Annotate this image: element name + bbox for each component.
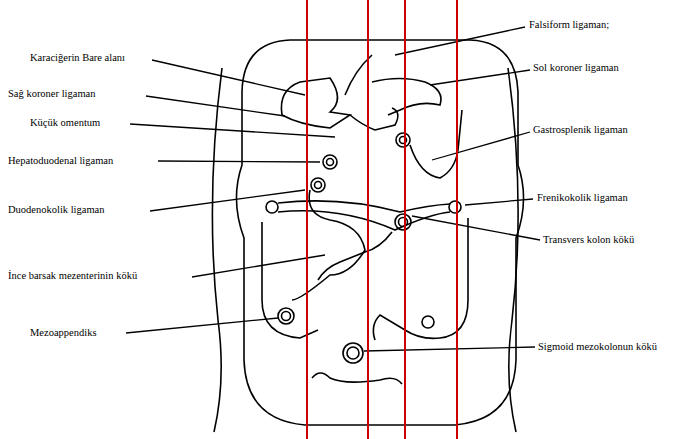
part-label: Sol koroner ligaman	[533, 62, 619, 74]
part-label: İnce barsak mezenterinin kökü	[8, 270, 137, 282]
part-label: Gastrosplenik ligaman	[533, 124, 628, 136]
part-label: Falsiform ligaman;	[529, 19, 609, 31]
part-label: Transvers kolon kökü	[543, 234, 634, 246]
part-label: Frenikokolik ligaman	[537, 192, 628, 204]
part-label: Karaciğerin Bare alanı	[30, 52, 125, 64]
part-label: Duodenokolik ligaman	[8, 204, 105, 216]
part-label: Hepatoduodenal ligaman	[8, 155, 113, 167]
part-label: Sağ koroner ligaman	[8, 88, 95, 100]
part-label: Mezoappendiks	[30, 327, 96, 339]
part-label: Küçük omentum	[30, 117, 100, 129]
part-label: Sigmoid mezokolonun kökü	[538, 341, 657, 353]
